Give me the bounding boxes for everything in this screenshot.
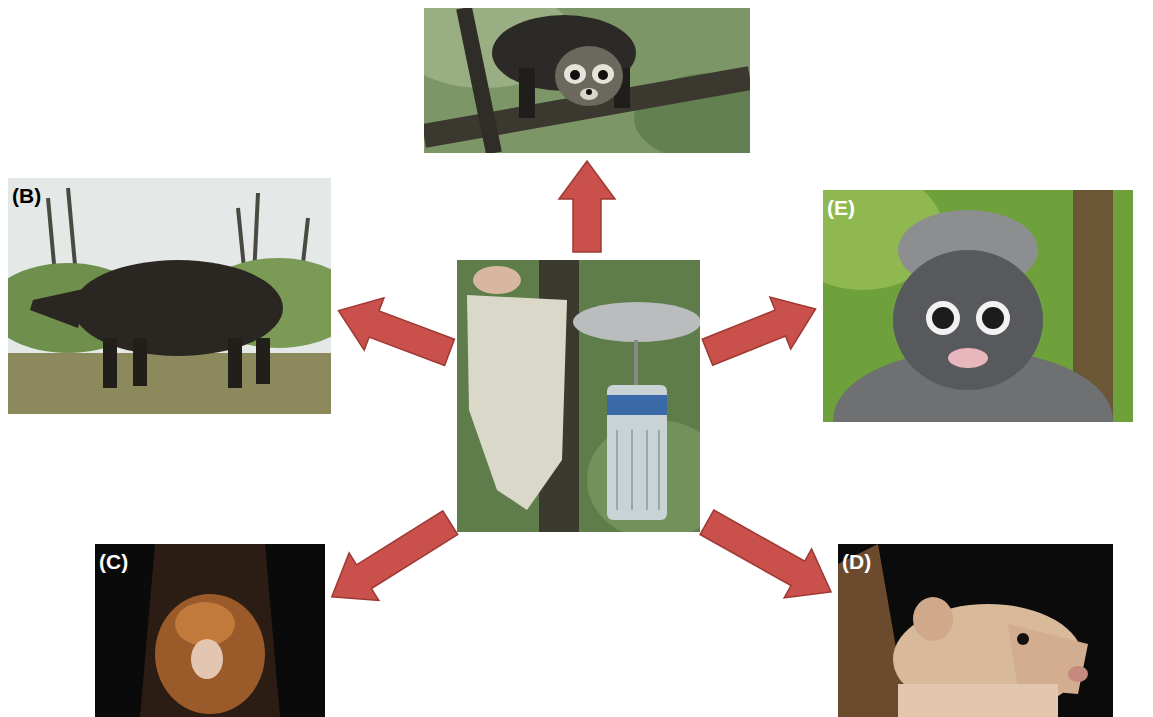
photo-illustration (95, 544, 325, 717)
animal-photo: (D) (838, 544, 1113, 717)
block-arrow (559, 161, 615, 252)
photo-illustration (838, 544, 1113, 717)
photo-illustration (424, 8, 750, 153)
animal-photo (424, 8, 750, 153)
animal-photo: (C) (95, 544, 325, 717)
photo-illustration (457, 260, 700, 532)
block-arrow (332, 511, 458, 601)
block-arrow (702, 297, 815, 365)
block-arrow (338, 298, 454, 366)
animal-photo: (B) (8, 178, 331, 414)
animal-photo: (E) (823, 190, 1133, 422)
photo-illustration (8, 178, 331, 414)
panel-label: (B) (12, 184, 41, 207)
panel-label: (D) (842, 550, 871, 573)
block-arrow (700, 510, 831, 598)
trap-photo (457, 260, 700, 532)
panel-label: (E) (827, 196, 855, 219)
photo-illustration (823, 190, 1133, 422)
panel-label: (C) (99, 550, 128, 573)
